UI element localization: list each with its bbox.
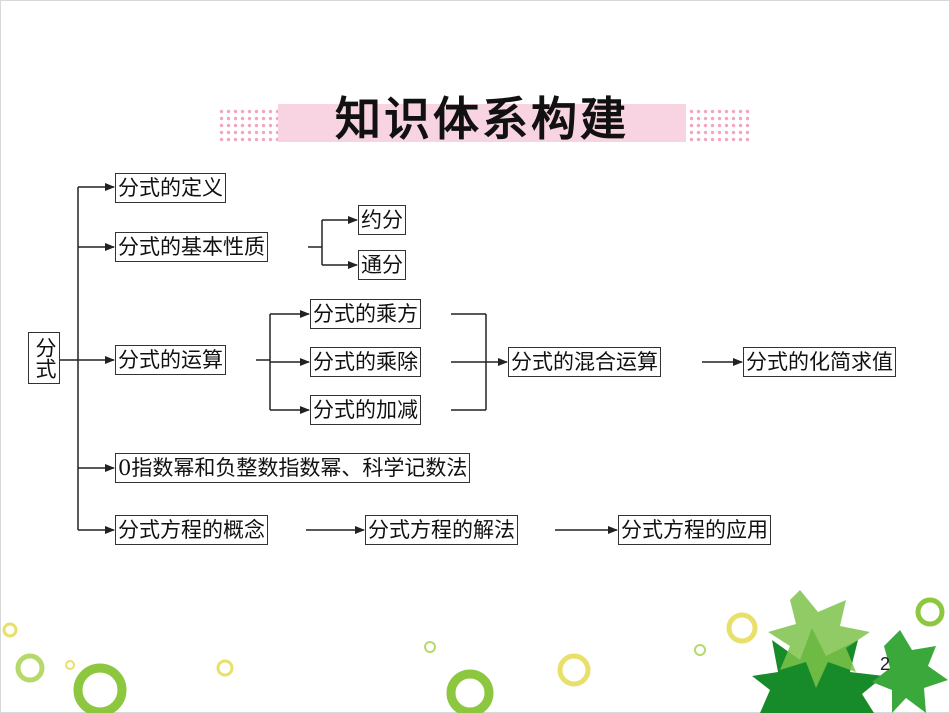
maple-leaf-light — [768, 590, 870, 688]
ring-decoration — [446, 669, 494, 713]
title-dots-left — [218, 108, 280, 142]
ring-decoration — [2, 622, 18, 638]
slide-title: 知识体系构建 — [335, 92, 629, 146]
node-multiply-divide: 分式的乘除 — [310, 347, 421, 377]
ring-decoration — [726, 612, 758, 644]
root-node: 分式 — [28, 332, 60, 384]
node-equation-concept: 分式方程的概念 — [115, 515, 268, 545]
node-common-denominator: 通分 — [358, 250, 406, 280]
node-equation-application: 分式方程的应用 — [618, 515, 771, 545]
title-dots-right — [688, 108, 750, 142]
node-exponents: 0指数幂和负整数指数幂、科学记数法 — [115, 453, 471, 483]
node-add-subtract: 分式的加减 — [310, 395, 421, 425]
ring-decoration — [73, 663, 127, 713]
maple-leaf-small — [872, 630, 948, 713]
node-equation-solving: 分式方程的解法 — [365, 515, 518, 545]
ring-decoration — [557, 653, 591, 687]
node-power: 分式的乘方 — [310, 299, 421, 329]
ring-decoration — [216, 659, 234, 677]
node-simplify-evaluate: 分式的化简求值 — [743, 347, 896, 377]
ring-decoration — [65, 660, 75, 670]
node-definition: 分式的定义 — [115, 173, 226, 203]
node-operations: 分式的运算 — [115, 345, 226, 375]
page-number: 2 — [880, 654, 891, 674]
node-reduce: 约分 — [358, 205, 406, 235]
node-mixed-operations: 分式的混合运算 — [508, 347, 661, 377]
ring-decoration — [915, 597, 945, 627]
ring-decoration — [424, 641, 436, 653]
node-basic-property: 分式的基本性质 — [115, 232, 268, 262]
ring-decoration — [15, 653, 45, 683]
ring-decoration — [694, 644, 706, 656]
title-band — [278, 104, 686, 142]
